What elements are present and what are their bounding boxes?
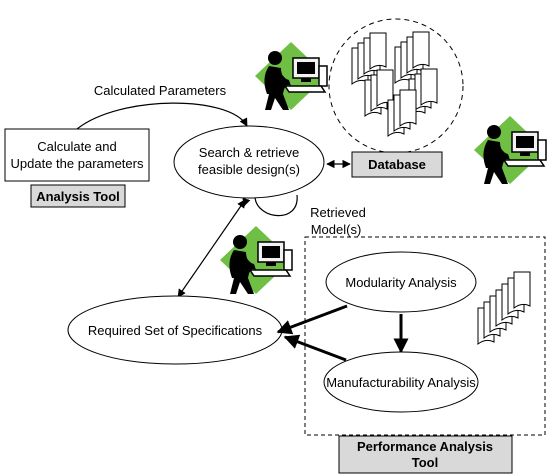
search-retrieve-node: Search & retrieve feasible design(s) (173, 125, 325, 199)
retrieved-models-loop (254, 194, 298, 217)
analysis-tool-box (30, 184, 126, 208)
required-specs-node: Required Set of Specifications (67, 295, 283, 365)
user-workstation-icon (253, 40, 329, 112)
manufacturability-label: Manufacturability Analysis (326, 375, 476, 390)
specs-modularity-arrow (276, 304, 348, 335)
performance-tool-label-line1: Performance Analysis (357, 439, 493, 454)
user-workstation-icon (218, 224, 294, 296)
modularity-ellipse (325, 251, 477, 313)
retrieved-models-label-line1: Retrieved (310, 205, 366, 220)
manufacturability-specs-arrow (283, 334, 347, 362)
calculated-parameters-label: Calculated Parameters (94, 83, 227, 98)
performance-analysis-group: Modularity Analysis Manufacturability An… (304, 236, 546, 474)
calculate-update-label-line1: Calculate and (37, 139, 117, 154)
user-workstation-icon (472, 114, 548, 186)
retrieved-models-label-line2: Model(s) (311, 222, 362, 237)
calculated-parameters-arrow (76, 102, 248, 130)
manufacturability-ellipse (323, 351, 479, 413)
calculate-update-label-line2: Update the parameters (11, 156, 144, 171)
performance-documents (477, 271, 531, 345)
modularity-label: Modularity Analysis (345, 275, 457, 290)
search-retrieve-label-line2: feasible design(s) (198, 162, 300, 177)
performance-tool-label-line2: Tool (412, 455, 438, 470)
database-node: Database (328, 18, 464, 178)
calculate-update-box (4, 128, 150, 182)
performance-tool-label-box (338, 435, 513, 474)
database-label: Database (368, 157, 426, 172)
specs-search-arrow (177, 199, 246, 298)
search-retrieve-label-line1: Search & retrieve (199, 145, 299, 160)
database-label-box (351, 151, 443, 178)
analysis-tool-text: Analysis Tool (36, 189, 120, 204)
required-specs-label: Required Set of Specifications (88, 323, 263, 338)
performance-analysis-frame (304, 236, 546, 436)
calculate-update-node: Calculate and Update the parameters (4, 128, 150, 182)
analysis-tool-label: Analysis Tool (30, 184, 126, 208)
